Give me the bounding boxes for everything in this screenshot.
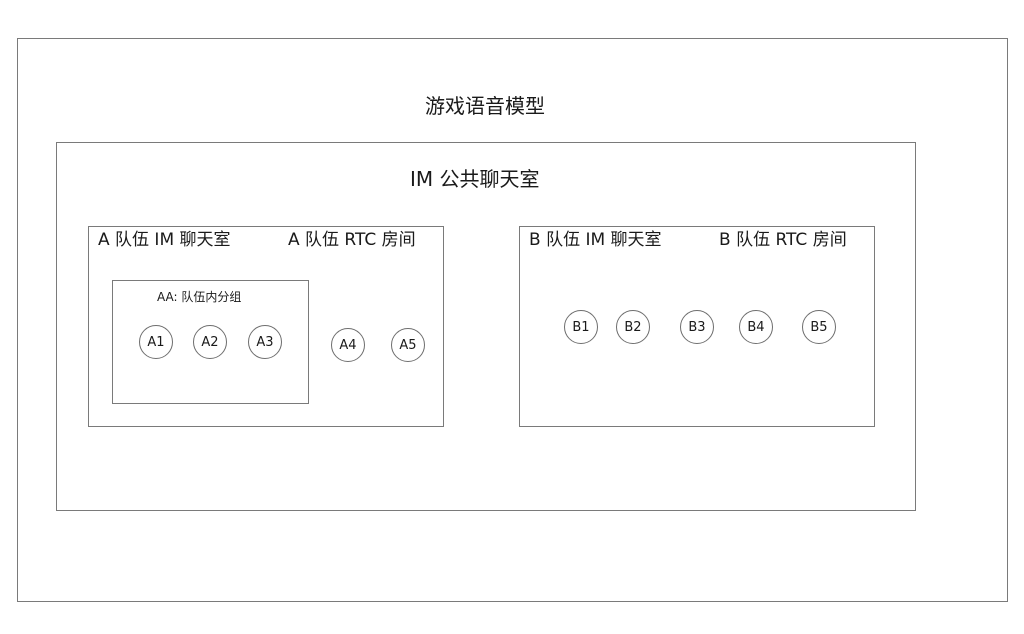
team-a-rtc-label: A 队伍 RTC 房间: [288, 230, 416, 250]
member-node: A5: [391, 328, 425, 362]
member-node: A3: [248, 325, 282, 359]
member-node: B1: [564, 310, 598, 344]
diagram-title: 游戏语音模型: [425, 94, 545, 118]
team-a-subgroup: [112, 280, 309, 404]
public-im-chatroom-label: IM 公共聊天室: [410, 167, 540, 191]
game-voice-model-frame: [17, 38, 1008, 602]
member-node: B5: [802, 310, 836, 344]
team-a-subgroup-label: AA: 队伍内分组: [157, 290, 242, 304]
team-a-container: [88, 226, 444, 427]
member-node: A4: [331, 328, 365, 362]
member-node: B3: [680, 310, 714, 344]
team-a-im-label: A 队伍 IM 聊天室: [98, 230, 231, 250]
member-node: A2: [193, 325, 227, 359]
member-node: B4: [739, 310, 773, 344]
team-b-container: [519, 226, 875, 427]
member-node: B2: [616, 310, 650, 344]
team-b-im-label: B 队伍 IM 聊天室: [529, 230, 662, 250]
member-node: A1: [139, 325, 173, 359]
team-b-rtc-label: B 队伍 RTC 房间: [719, 230, 847, 250]
public-im-chatroom: [56, 142, 916, 511]
